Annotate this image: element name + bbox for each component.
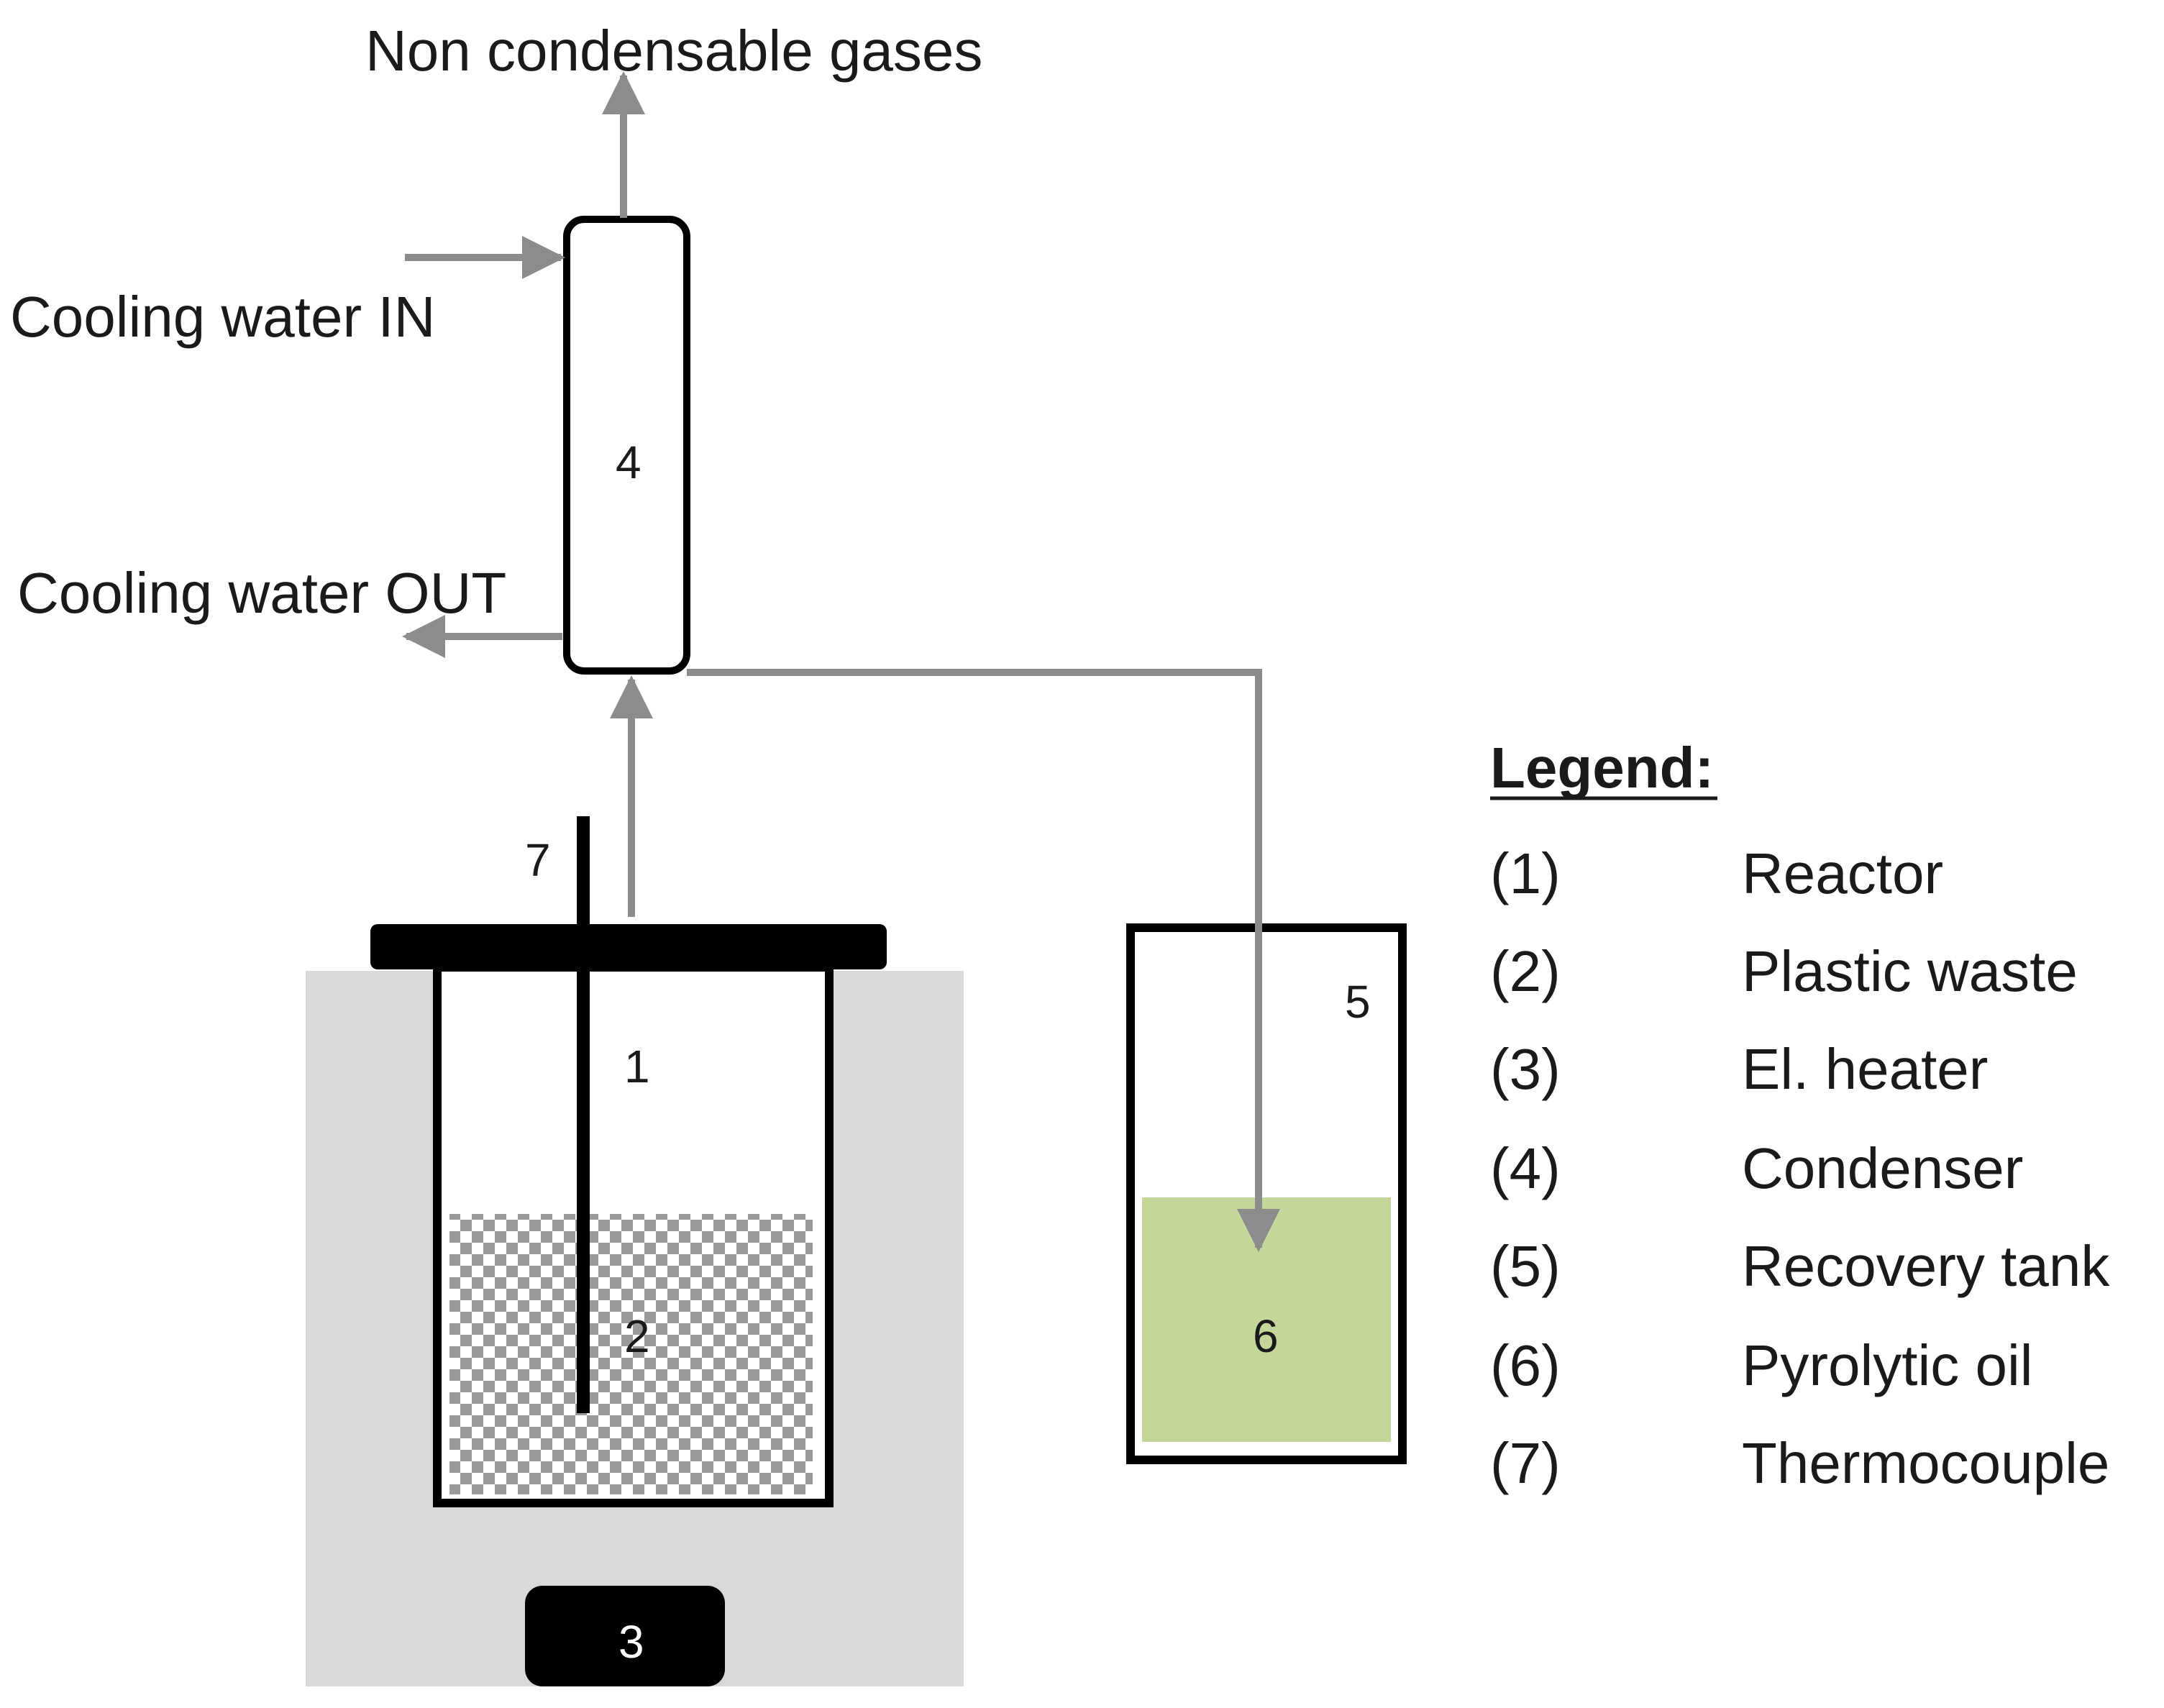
plastic-waste: [449, 1214, 813, 1494]
legend-key: (2): [1490, 939, 1561, 1003]
condensate-pipe: [687, 669, 1280, 1252]
legend-label: Pyrolytic oil: [1742, 1333, 2033, 1397]
number-oil: 6: [1253, 1310, 1279, 1362]
number-plastic: 2: [624, 1310, 650, 1362]
pipes: [402, 71, 1280, 1252]
legend-label: Condenser: [1742, 1136, 2023, 1200]
legend-key: (5): [1490, 1234, 1561, 1298]
legend-key: (3): [1490, 1037, 1561, 1101]
condenser: [563, 216, 690, 675]
legend-key: (7): [1490, 1431, 1561, 1495]
legend-label: Reactor: [1742, 841, 1943, 905]
legend-key: (1): [1490, 841, 1561, 905]
number-condenser: 4: [616, 437, 642, 488]
legend-key: (6): [1490, 1333, 1561, 1397]
legend-key: (4): [1490, 1136, 1561, 1200]
legend-label: El. heater: [1742, 1037, 1988, 1101]
legend-label: Plastic waste: [1742, 939, 2078, 1003]
legend: Legend: (1) Reactor (2) Plastic waste (3…: [1490, 736, 2110, 1495]
legend-label: Thermocouple: [1742, 1431, 2109, 1495]
cooling-out-label: Cooling water OUT: [17, 561, 506, 625]
number-reactor: 1: [624, 1041, 650, 1092]
heater-element: [525, 1586, 725, 1686]
legend-title: Legend:: [1490, 736, 1714, 800]
number-heater: 3: [618, 1616, 644, 1668]
legend-label: Recovery tank: [1742, 1234, 2110, 1298]
non-condensable-label: Non condensable gases: [365, 19, 982, 83]
reactor-lid: [370, 924, 887, 969]
number-tank: 5: [1345, 976, 1371, 1028]
thermocouple-rod: [577, 816, 590, 1413]
cooling-in-label: Cooling water IN: [10, 285, 435, 349]
number-thermocouple: 7: [525, 834, 551, 886]
